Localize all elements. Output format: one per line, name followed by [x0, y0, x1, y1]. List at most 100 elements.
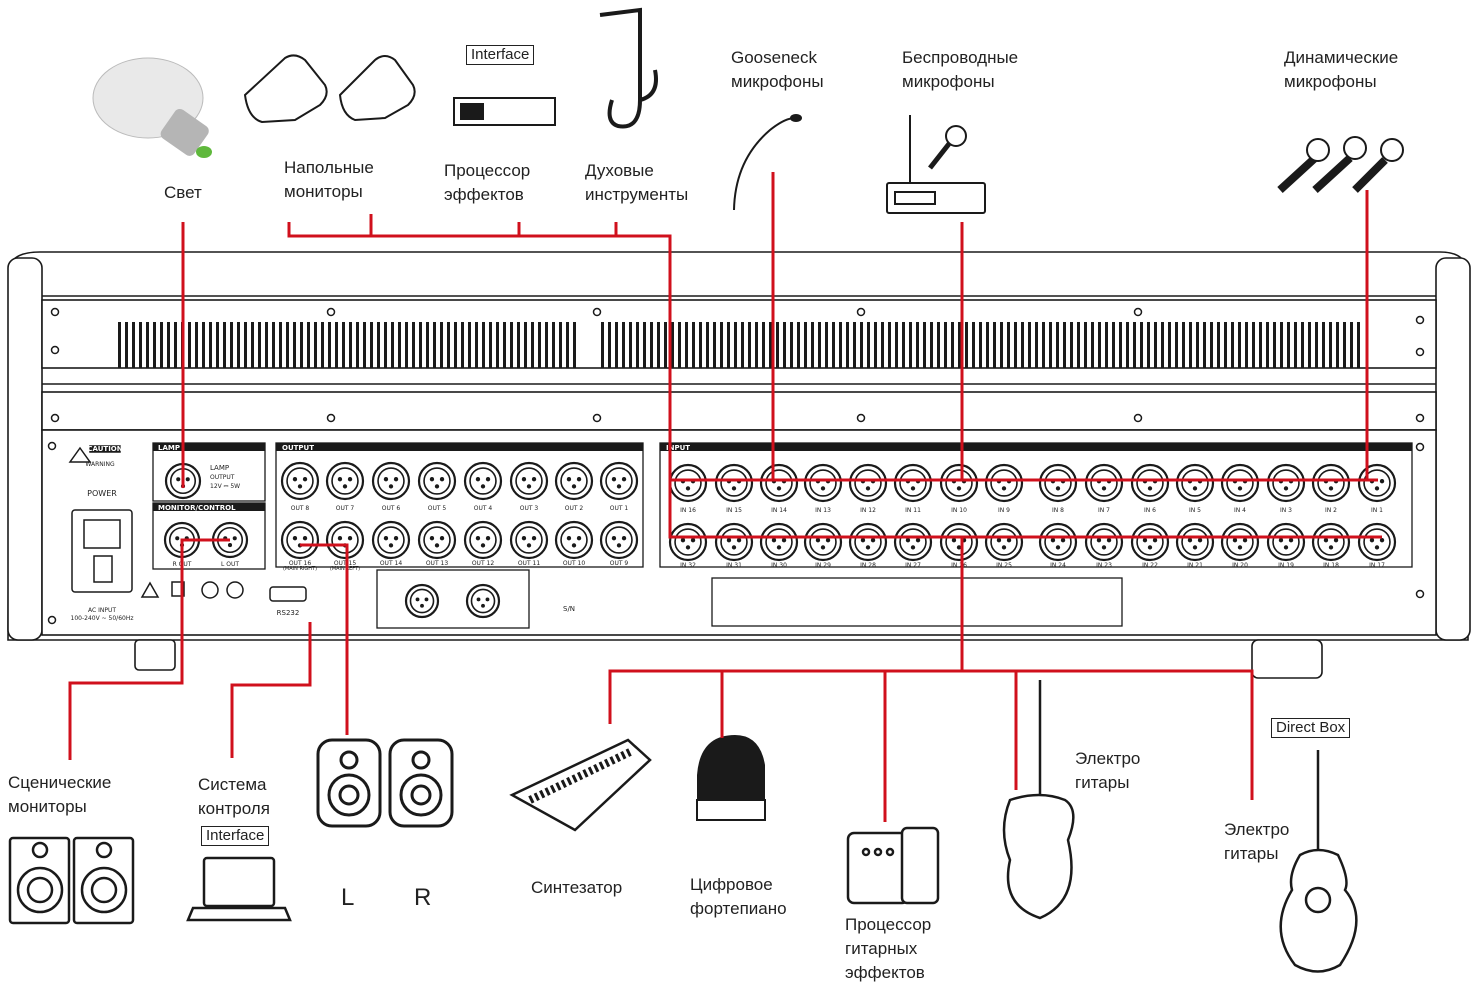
input-jack-top[interactable] — [941, 465, 977, 501]
output-jack-top[interactable] — [601, 463, 637, 499]
input-jack-top[interactable] — [1222, 465, 1258, 501]
warning-label: WARNING — [85, 461, 115, 468]
vent-slot — [909, 322, 912, 368]
output-jack-bottom[interactable] — [327, 522, 363, 558]
input-jack-top[interactable] — [1359, 465, 1395, 501]
vent-slot — [1280, 322, 1283, 368]
input-label-top: IN 12 — [860, 507, 876, 514]
vent-slot — [685, 322, 688, 368]
vent-slot — [944, 322, 947, 368]
vent-slot — [832, 322, 835, 368]
output-jack-bottom[interactable] — [601, 522, 637, 558]
input-jack-top[interactable] — [1313, 465, 1349, 501]
input-jack-top[interactable] — [761, 465, 797, 501]
l-out-label: L OUT — [221, 561, 239, 568]
output-jack-top[interactable] — [327, 463, 363, 499]
vent-slot — [132, 322, 135, 368]
laptop-icon — [188, 858, 290, 920]
vent-slot — [1098, 322, 1101, 368]
output-jack-bottom[interactable] — [419, 522, 455, 558]
screw — [1135, 415, 1142, 422]
input-jack-top[interactable] — [986, 465, 1022, 501]
expansion-jack-left[interactable] — [406, 585, 438, 617]
input-jack-top[interactable] — [1132, 465, 1168, 501]
input-label-top: IN 1 — [1371, 507, 1383, 514]
vent-slot — [1161, 322, 1164, 368]
vent-slot — [1126, 322, 1129, 368]
vent-slot — [839, 322, 842, 368]
output-jack-bottom[interactable] — [465, 522, 501, 558]
input-jack-bottom[interactable] — [1222, 524, 1258, 560]
output-jack-top[interactable] — [419, 463, 455, 499]
vent-slot — [1266, 322, 1269, 368]
vent-slot — [244, 322, 247, 368]
vent-slot — [748, 322, 751, 368]
vent-slot — [853, 322, 856, 368]
screw — [49, 617, 56, 624]
output-jack-top[interactable] — [511, 463, 547, 499]
output-jack-top[interactable] — [373, 463, 409, 499]
vent-slot — [1238, 322, 1241, 368]
input-label-bottom: IN 25 — [996, 562, 1012, 569]
input-jack-bottom[interactable] — [941, 524, 977, 560]
vent-slot — [895, 322, 898, 368]
vent-slot — [531, 322, 534, 368]
vent-slot — [1133, 322, 1136, 368]
output-jack-bottom[interactable] — [373, 522, 409, 558]
vent-slot — [1140, 322, 1143, 368]
vent-slot — [251, 322, 254, 368]
output-jack-bottom[interactable] — [282, 522, 318, 558]
input-jack-top[interactable] — [1177, 465, 1213, 501]
output-label-bottom: OUT 14 — [380, 560, 403, 567]
output-label-top: OUT 8 — [291, 505, 310, 512]
wind-instruments-label: Духовые инструменты — [585, 159, 688, 207]
input-jack-top[interactable] — [670, 465, 706, 501]
input-jack-top[interactable] — [850, 465, 886, 501]
stage-monitors-label: Сценические мониторы — [8, 771, 111, 819]
input-jack-bottom[interactable] — [1313, 524, 1349, 560]
monitor-section-label: MONITOR/CONTROL — [158, 504, 236, 512]
input-jack-top[interactable] — [1268, 465, 1304, 501]
screw — [1417, 444, 1424, 451]
input-jack-top[interactable] — [716, 465, 752, 501]
vent-slot — [783, 322, 786, 368]
input-label-bottom: IN 26 — [951, 562, 967, 569]
vent-slot — [741, 322, 744, 368]
output-label-top: OUT 4 — [474, 505, 493, 512]
vent-slot — [559, 322, 562, 368]
input-jack-bottom[interactable] — [895, 524, 931, 560]
direct-box-tag: Direct Box — [1271, 718, 1350, 738]
vent-slot — [755, 322, 758, 368]
input-jack-bottom[interactable] — [716, 524, 752, 560]
input-jack-bottom[interactable] — [986, 524, 1022, 560]
bulb-icon — [93, 58, 212, 158]
input-jack-top[interactable] — [805, 465, 841, 501]
input-jack-bottom[interactable] — [805, 524, 841, 560]
input-jack-bottom[interactable] — [1359, 524, 1395, 560]
input-jack-top[interactable] — [1086, 465, 1122, 501]
digital-piano-label: Цифровое фортепиано — [690, 873, 787, 921]
vent-slot — [1084, 322, 1087, 368]
input-jack-bottom[interactable] — [850, 524, 886, 560]
vent-slot — [265, 322, 268, 368]
output-jack-top[interactable] — [556, 463, 592, 499]
sn-label: S/N — [563, 605, 575, 613]
output-jack-top[interactable] — [282, 463, 318, 499]
output-jack-bottom[interactable] — [556, 522, 592, 558]
input-jack-bottom[interactable] — [1132, 524, 1168, 560]
vent-slot — [1315, 322, 1318, 368]
input-jack-bottom[interactable] — [1268, 524, 1304, 560]
input-jack-top[interactable] — [1040, 465, 1076, 501]
output-jack-bottom[interactable] — [511, 522, 547, 558]
input-jack-bottom[interactable] — [1086, 524, 1122, 560]
vent-slot — [811, 322, 814, 368]
vent-slot — [503, 322, 506, 368]
vent-slot — [1217, 322, 1220, 368]
expansion-jack-right[interactable] — [467, 585, 499, 617]
input-jack-top[interactable] — [895, 465, 931, 501]
input-jack-bottom[interactable] — [670, 524, 706, 560]
input-jack-bottom[interactable] — [761, 524, 797, 560]
output-jack-top[interactable] — [465, 463, 501, 499]
input-jack-bottom[interactable] — [1177, 524, 1213, 560]
input-jack-bottom[interactable] — [1040, 524, 1076, 560]
